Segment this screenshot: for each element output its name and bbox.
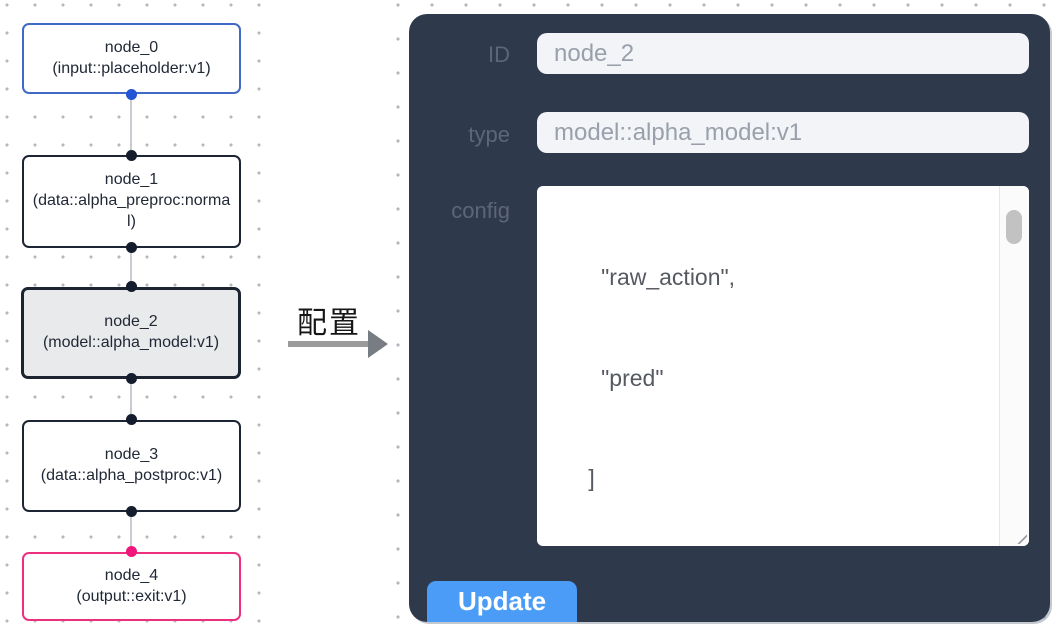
config-textarea[interactable]: "raw_action", "pred" ] }, "trace": { "sc…: [537, 186, 1029, 546]
type-field-label: type: [468, 122, 510, 147]
flow-graph: node_0 (input::placeholder:v1) node_1 (d…: [0, 0, 272, 643]
node-title: node_4: [104, 566, 159, 584]
flow-node-node-2-selected[interactable]: node_2 (model::alpha_model:v1): [21, 287, 241, 379]
port-node0-out-icon[interactable]: [126, 89, 137, 100]
id-field[interactable]: [537, 33, 1029, 74]
config-json-content: "raw_action", "pred" ] }, "trace": { "sc…: [550, 264, 736, 491]
port-node3-in-icon[interactable]: [126, 414, 137, 425]
node-title: node_1: [104, 171, 159, 189]
node-subtitle: (output::exit:v1): [76, 587, 187, 605]
node-subtitle: (model::alpha_model:v1): [42, 334, 220, 351]
update-button[interactable]: Update: [427, 581, 577, 622]
type-field[interactable]: [537, 112, 1029, 153]
port-node4-in-icon[interactable]: [126, 546, 137, 557]
right-arrow-icon: [288, 341, 370, 347]
edge-node0-node1: [130, 94, 132, 155]
flow-node-node-0[interactable]: node_0 (input::placeholder:v1): [22, 23, 241, 94]
configure-annotation: 配置: [280, 295, 395, 365]
port-node2-out-icon[interactable]: [126, 373, 137, 384]
port-node3-out-icon[interactable]: [126, 506, 137, 517]
node-subtitle: (input::placeholder:v1): [52, 59, 211, 77]
id-field-label: ID: [488, 42, 510, 67]
node-subtitle: (data::alpha_postproc:v1): [40, 467, 223, 484]
node-config-panel: ID type config "raw_action", "pred" ] },…: [409, 14, 1050, 622]
config-field-label: config: [451, 198, 510, 223]
node-subtitle: (data::alpha_preproc:normal): [32, 192, 231, 230]
config-scrollbar-thumb[interactable]: [1006, 210, 1022, 244]
configure-label: 配置: [297, 307, 361, 340]
flow-node-node-4[interactable]: node_4 (output::exit:v1): [22, 552, 241, 621]
port-node1-out-icon[interactable]: [126, 242, 137, 253]
flow-node-node-1[interactable]: node_1 (data::alpha_preproc:normal): [22, 155, 241, 248]
node-title: node_3: [104, 446, 159, 464]
config-scrollbar-track[interactable]: [999, 186, 1029, 546]
port-node2-in-icon[interactable]: [126, 281, 137, 292]
right-arrow-head-icon: [368, 330, 388, 358]
flow-node-node-3[interactable]: node_3 (data::alpha_postproc:v1): [22, 420, 241, 512]
port-node1-in-icon[interactable]: [126, 150, 137, 161]
node-title: node_2: [104, 313, 158, 331]
node-title: node_0: [104, 38, 159, 56]
